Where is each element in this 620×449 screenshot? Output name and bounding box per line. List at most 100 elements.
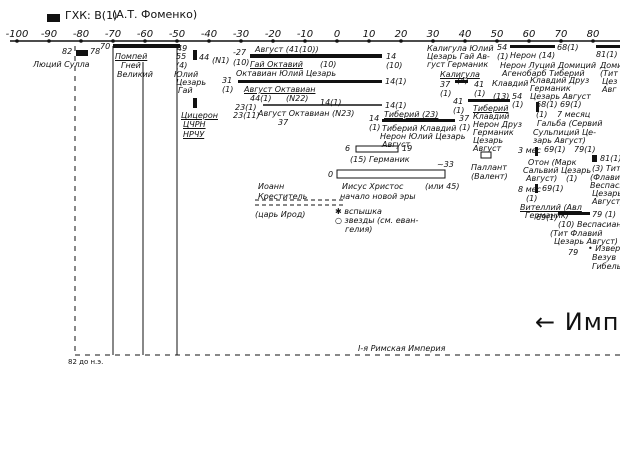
label: 19	[402, 144, 413, 153]
empire-label: I-я Римская Империя	[358, 344, 446, 353]
axis-tick-label: -50	[168, 29, 186, 40]
label: 54	[497, 43, 508, 52]
label: 82	[62, 47, 73, 56]
label: начало новой эры	[340, 192, 416, 201]
axis-tick-label: 80	[586, 29, 600, 40]
axis-tick-label: 0	[333, 29, 341, 40]
label: 8 мес	[518, 185, 541, 194]
label: Тиберий (23)	[384, 110, 439, 119]
axis-tick	[431, 39, 435, 43]
label: Цезарь Август	[530, 92, 591, 101]
label: Вителлий (Авл	[520, 203, 582, 212]
bar-vitellius	[535, 184, 538, 193]
bar-tiberius	[382, 119, 455, 122]
label: 55	[176, 52, 187, 61]
axis-tick	[335, 39, 339, 43]
label: (царь Ирод)	[255, 210, 306, 219]
label: ✱ вспышка	[335, 207, 382, 216]
axis-tick-label: -100	[5, 29, 29, 40]
label: 79(1)	[574, 145, 596, 154]
label: (3) Тит	[592, 164, 620, 173]
label: Сульпиций Це-	[533, 128, 596, 137]
label: (1)	[369, 123, 381, 132]
axis-tick	[239, 39, 243, 43]
label: 37	[278, 118, 289, 127]
label: 79	[568, 248, 579, 257]
label: густ Германик	[427, 60, 489, 69]
axis-tick-label: -80	[72, 29, 90, 40]
label: -27	[233, 48, 247, 57]
label: Германик)	[525, 211, 569, 220]
label: (15) Германик	[350, 155, 410, 164]
label: Везув	[592, 253, 617, 262]
bar-pompey	[113, 44, 180, 48]
label: ~33	[437, 160, 454, 169]
label: Доми	[600, 61, 620, 70]
axis-tick-label: -60	[136, 29, 154, 40]
label: (1)	[474, 89, 486, 98]
label: 3 мес	[518, 146, 541, 155]
label: 0	[328, 170, 334, 179]
label: Паллант	[471, 163, 507, 172]
bar-cicero	[193, 98, 197, 108]
bar-caesar	[193, 50, 197, 60]
label: 23(1)	[235, 103, 257, 112]
label: (1)	[536, 110, 548, 119]
label: (10)	[386, 61, 403, 70]
label: зарь Август)	[533, 136, 586, 145]
axis-tick	[527, 39, 531, 43]
bar-galba	[536, 102, 539, 112]
bar-sulla	[76, 50, 88, 56]
axis-tick	[47, 39, 51, 43]
label: (1)	[453, 106, 465, 115]
label: 54	[512, 92, 523, 101]
axis-tick	[367, 39, 371, 43]
label: 14	[386, 52, 397, 61]
label: ЦЧРН	[183, 120, 206, 129]
bar-jesus	[336, 169, 446, 179]
label: Гней	[121, 61, 141, 70]
label: (N1)	[212, 56, 230, 65]
label: Гальба (Сервий	[537, 119, 603, 128]
label: Креститель	[258, 192, 308, 201]
label: Помпей	[115, 52, 148, 61]
axis-tick-label: 70	[554, 29, 568, 40]
axis-tick	[303, 39, 307, 43]
axis-tick-label: 20	[394, 29, 408, 40]
label: 44(1)	[250, 94, 272, 103]
label: (1)	[497, 52, 509, 61]
bar-titus	[592, 155, 597, 162]
label: 14(1)	[320, 98, 342, 107]
label: Тиберий Клавдий	[382, 124, 457, 133]
axis-tick	[495, 39, 499, 43]
label: 23(11)	[233, 111, 260, 120]
bar-claudius	[468, 99, 510, 102]
axis-tick-label: 60	[522, 29, 536, 40]
label: 69(1)	[544, 145, 566, 154]
label: Август	[473, 144, 502, 153]
label: Август)	[592, 197, 620, 206]
label: 7 месяц	[557, 110, 591, 119]
label: 14	[369, 114, 380, 123]
axis-tick	[591, 39, 595, 43]
axis-tick	[271, 39, 275, 43]
label: (N22)	[286, 94, 309, 103]
label: (1)	[440, 89, 452, 98]
label: (Валент)	[471, 172, 508, 181]
label: 14(1)	[385, 101, 407, 110]
label: Нерон Луций Домиций	[500, 61, 597, 70]
axis-tick	[79, 39, 83, 43]
label: (4)	[176, 61, 188, 70]
label: 37	[459, 114, 470, 123]
label: Цезарь Август)	[554, 237, 618, 246]
label: 68(1)	[536, 100, 558, 109]
bar-germanicus	[355, 145, 399, 153]
label: Гибель	[592, 262, 620, 271]
label: Калигула	[440, 70, 480, 79]
bar-domitian	[596, 45, 620, 48]
label: ○ звезды (см. еван-	[335, 216, 419, 225]
label: Гай	[178, 86, 193, 95]
bar-pallas	[480, 151, 492, 159]
bc-label: 82 до н.э.	[68, 358, 104, 366]
